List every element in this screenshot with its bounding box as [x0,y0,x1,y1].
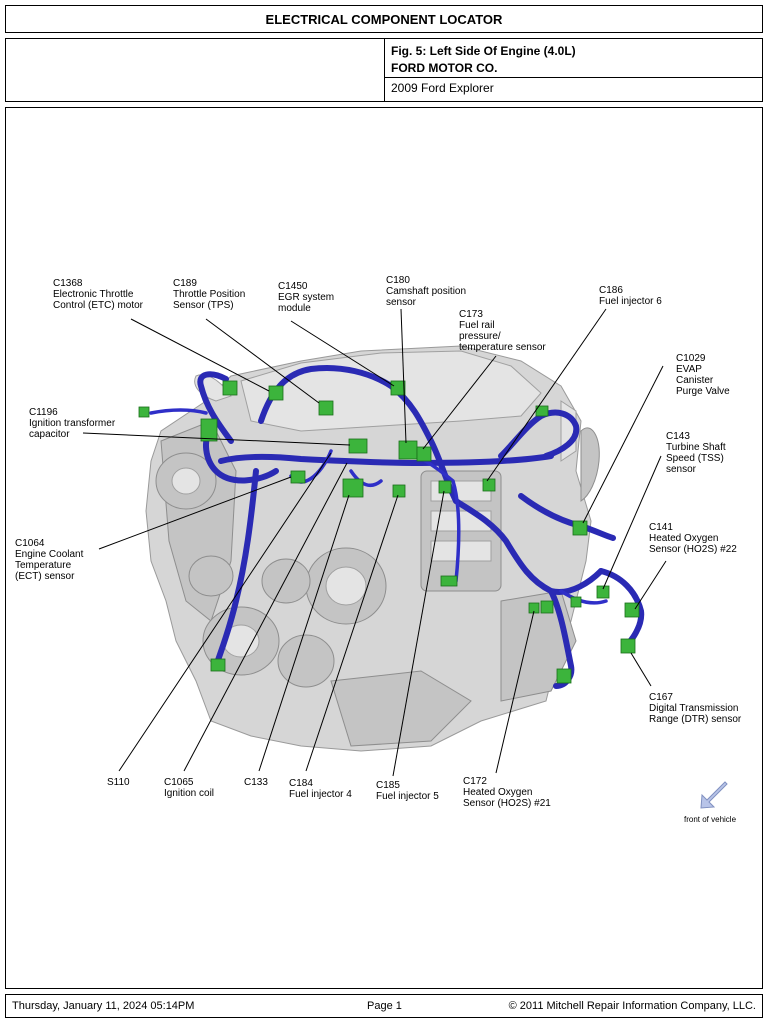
footer-date: Thursday, January 11, 2024 05:14PM [12,1000,195,1012]
header-divider [385,77,762,78]
connector-c189 [268,385,284,401]
connector-small-b [570,596,582,608]
connector-s110 [348,438,368,454]
connector-c186 [482,478,496,492]
connector-c1064 [290,470,306,484]
connector-c1065 [210,658,226,672]
leader-lines [82,308,667,777]
page-title: ELECTRICAL COMPONENT LOCATOR [265,12,503,27]
front-of-vehicle-label: front of vehicle [684,815,737,824]
footer-page: Page 1 [367,1000,402,1012]
front-of-vehicle-indicator: front of vehicle [684,781,737,824]
header-blank-cell [6,39,385,101]
manufacturer: FORD MOTOR CO. [391,61,498,75]
connector-c141 [624,602,640,618]
connector-c167-b [556,668,572,684]
connector-small-c [540,600,554,614]
connector-c180 [398,440,418,460]
connector-c143 [596,585,610,599]
front-arrow-icon [700,781,728,809]
connector-c1196-plug [138,406,150,418]
figure-title: Fig. 5: Left Side Of Engine (4.0L) [391,44,576,58]
title-bar: ELECTRICAL COMPONENT LOCATOR [5,5,763,33]
header-box: Fig. 5: Left Side Of Engine (4.0L) FORD … [5,38,763,102]
connector-c1450 [390,380,406,396]
connector-c1450-a [318,400,334,416]
connector-c172 [440,575,458,587]
connector-c167 [620,638,636,654]
label-c133: C133 [244,777,268,788]
footer-bar: Thursday, January 11, 2024 05:14PM Page … [5,994,763,1018]
connector-c1368 [222,380,238,396]
connector-c1029 [572,520,588,536]
connector-c173 [416,446,432,462]
vehicle: 2009 Ford Explorer [391,81,494,95]
connector-c185 [438,480,452,494]
label-s110: S110 [107,777,130,788]
connector-c184 [392,484,406,498]
footer-copyright: © 2011 Mitchell Repair Information Compa… [508,1000,756,1012]
connectors [138,380,640,684]
connector-c1196 [200,418,218,442]
engine-illustration [145,345,600,752]
connector-c133 [342,478,364,498]
header-info-cell: Fig. 5: Left Side Of Engine (4.0L) FORD … [385,39,762,101]
